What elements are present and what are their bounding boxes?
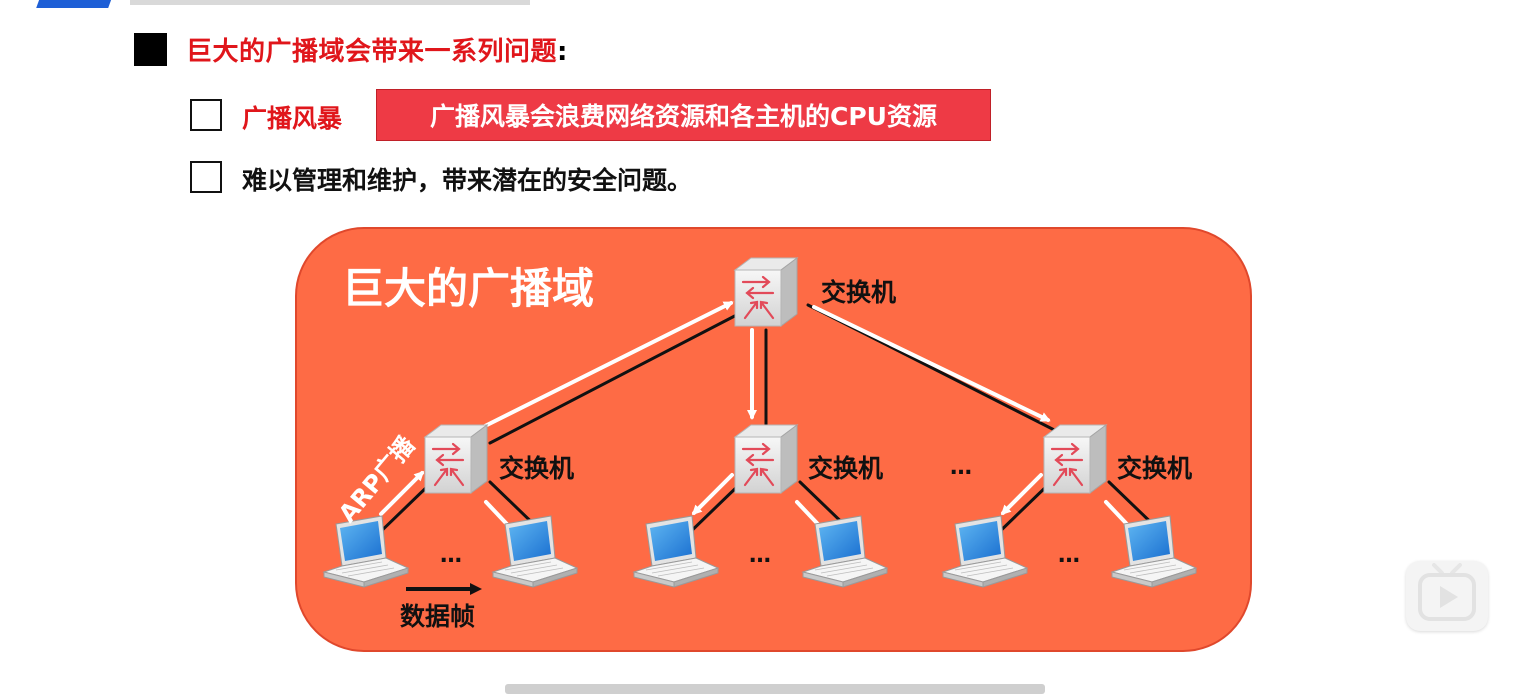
switch-icon	[733, 256, 799, 328]
item-label-broadcast-storm: 广播风暴	[242, 104, 343, 133]
heading-text: 巨大的广播域会带来一系列问题	[186, 37, 558, 67]
broadcast-storm-callout: 广播风暴会浪费网络资源和各主机的CPU资源	[376, 89, 991, 141]
heading-colon: :	[557, 37, 568, 67]
hosts-ellipsis: …	[749, 543, 771, 568]
header-title-cut	[130, 0, 530, 5]
item-checkbox-management	[190, 161, 222, 193]
bottom-caption-cut	[505, 684, 1045, 694]
hosts-ellipsis: …	[440, 543, 462, 568]
switches-ellipsis: …	[950, 455, 972, 480]
switch-label-middle: 交换机	[808, 454, 883, 483]
switch-icon	[423, 423, 489, 495]
section-heading: 巨大的广播域会带来一系列问题:	[186, 31, 568, 68]
data-frame-label: 数据帧	[400, 602, 475, 631]
item-checkbox-broadcast-storm	[190, 99, 222, 131]
hosts-ellipsis: …	[1058, 543, 1080, 568]
video-play-button[interactable]	[1406, 561, 1488, 631]
switch-label-root: 交换机	[821, 278, 896, 307]
region-title: 巨大的广播域	[342, 264, 594, 313]
switch-label-left: 交换机	[499, 454, 574, 483]
play-icon	[1418, 563, 1476, 621]
switch-icon	[1042, 423, 1108, 495]
heading-bullet	[134, 33, 167, 66]
item-label-management: 难以管理和维护，带来潜在的安全问题。	[242, 166, 693, 195]
switch-label-right: 交换机	[1117, 454, 1192, 483]
switch-icon	[733, 423, 799, 495]
